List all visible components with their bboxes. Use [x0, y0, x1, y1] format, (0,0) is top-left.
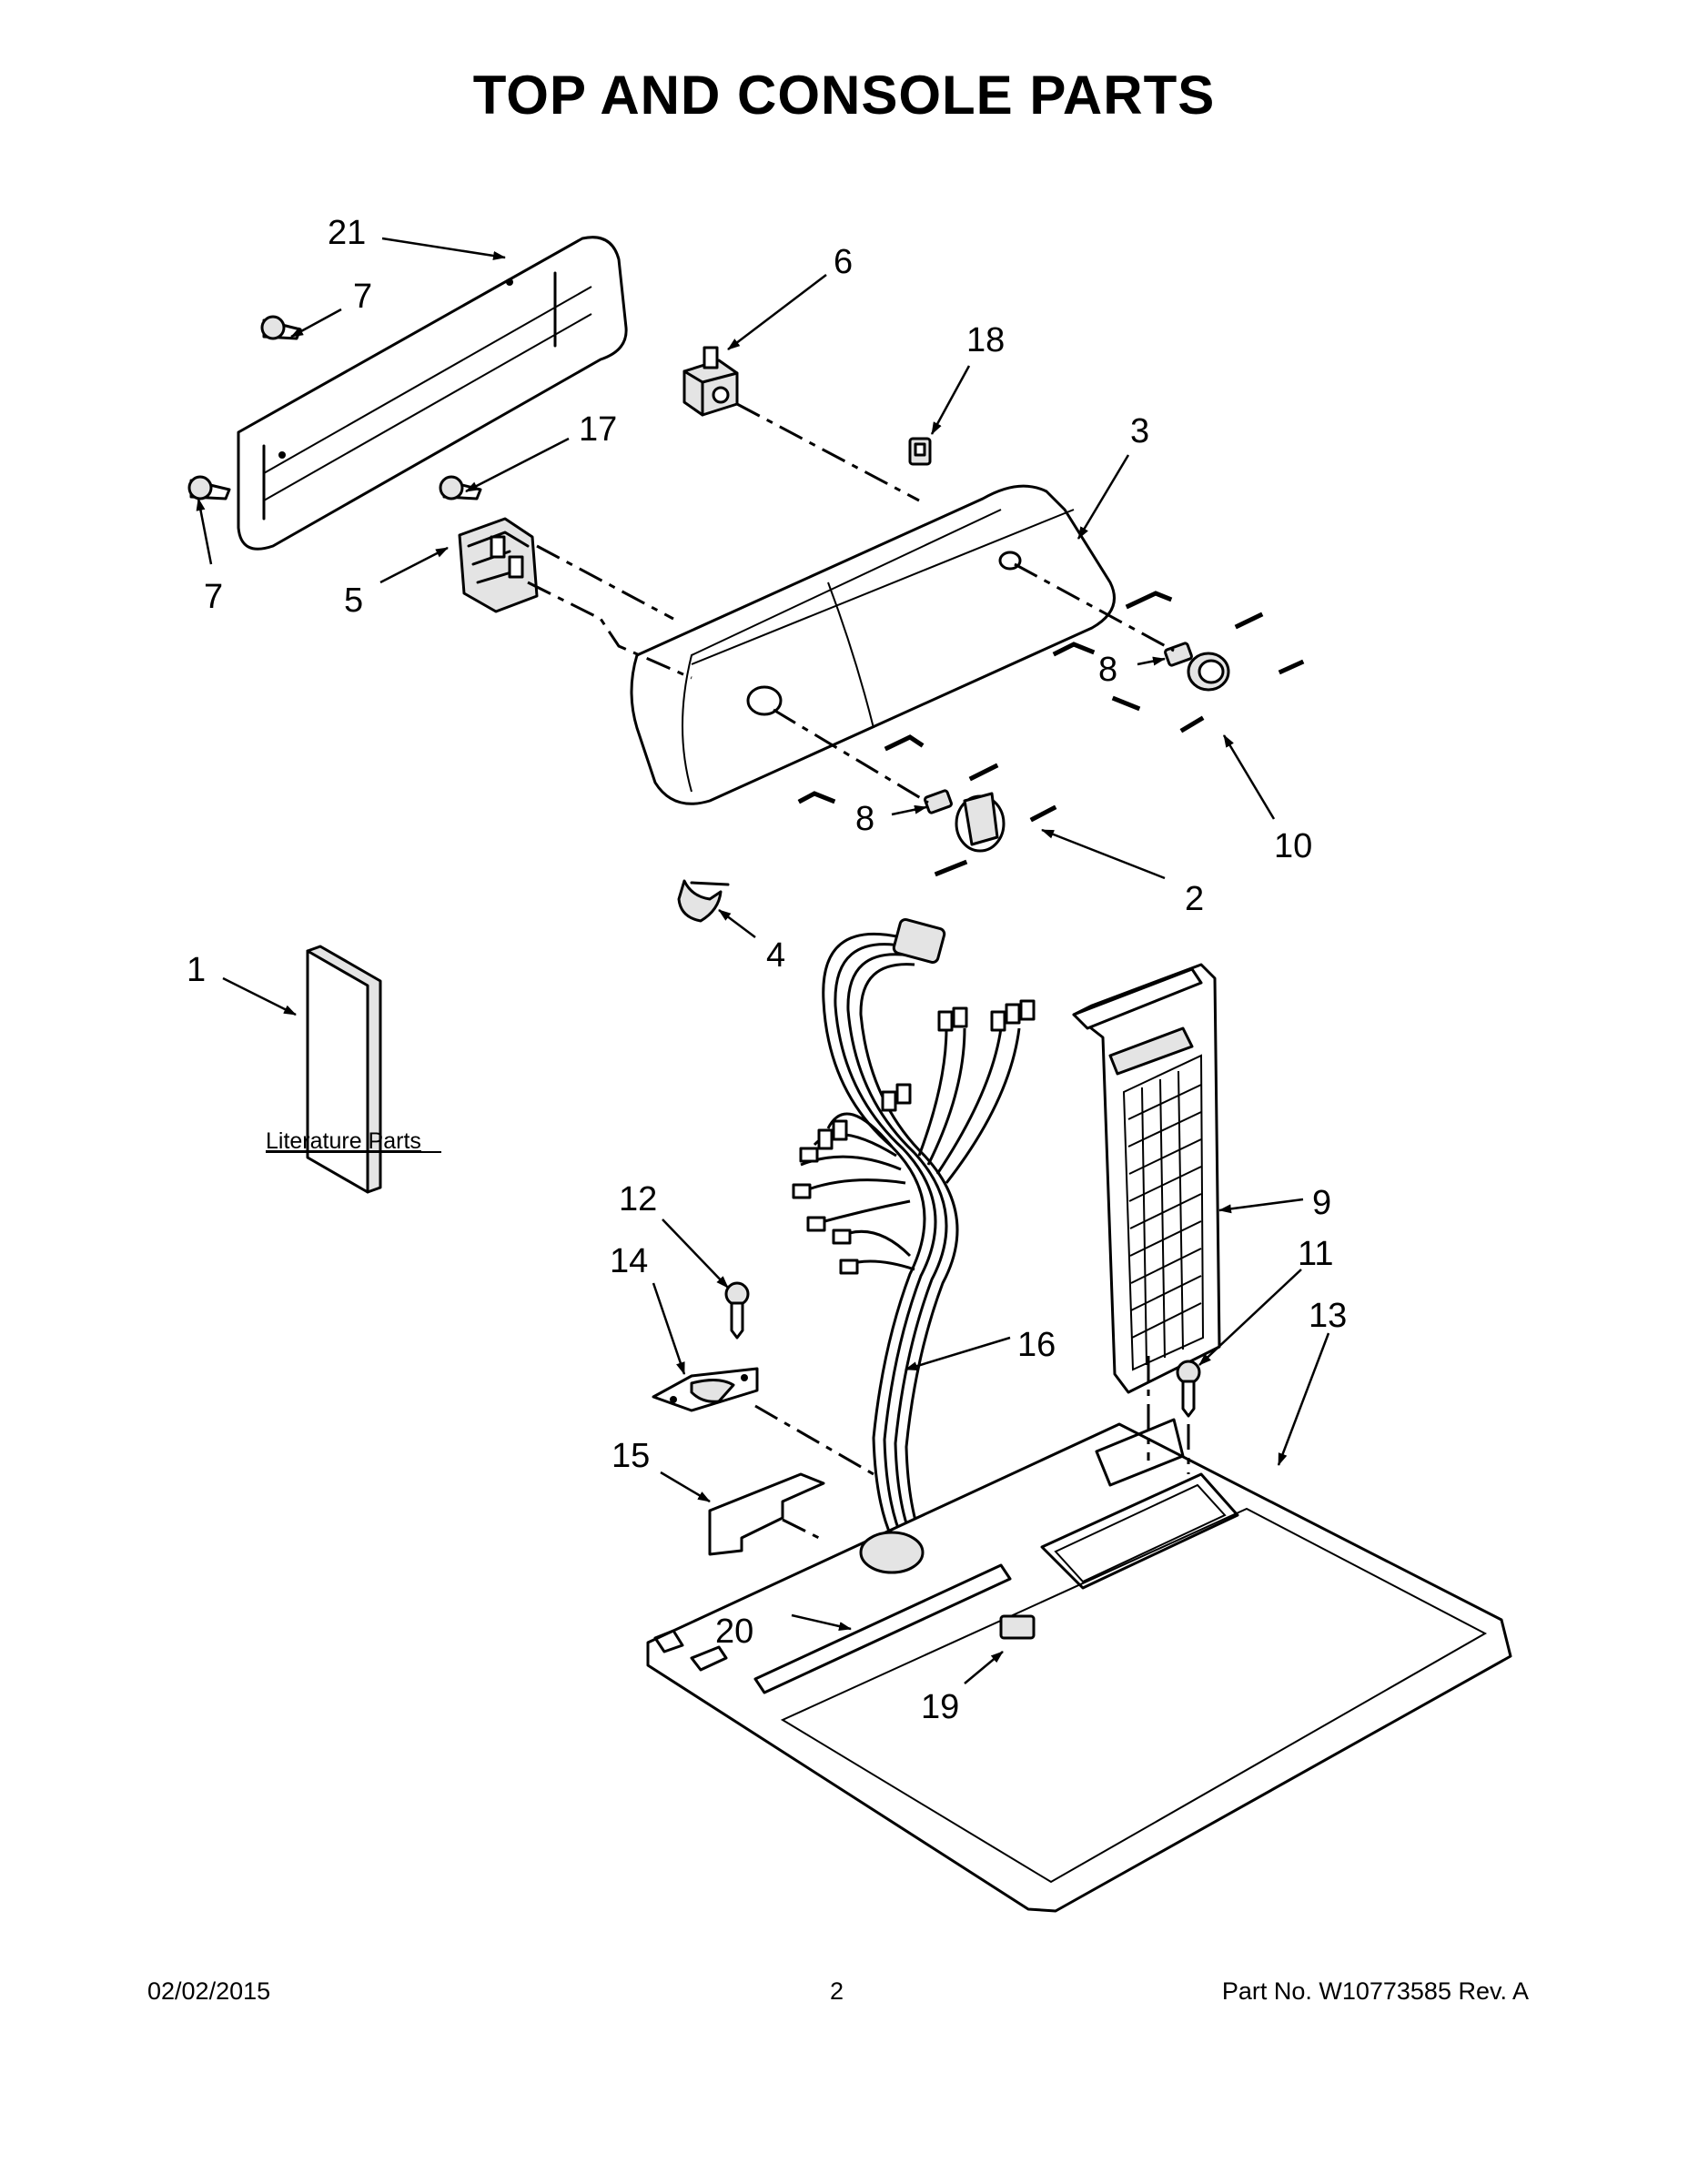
screw-7-lower: [187, 475, 231, 500]
callout-8-lower: 8: [855, 800, 874, 838]
callout-20: 20: [715, 1613, 753, 1651]
knob-10: [1187, 652, 1230, 692]
callout-8-upper: 8: [1098, 651, 1117, 689]
callout-21: 21: [328, 214, 366, 252]
timer-switch: [458, 517, 539, 613]
console: [630, 484, 1116, 805]
footer-part-number: Part No. W10773585 Rev. A: [1221, 1977, 1529, 2005]
center-lines: [527, 402, 1190, 1540]
footer-page-number: 2: [830, 1977, 844, 2005]
console-clip: [677, 879, 730, 923]
callout-16: 16: [1017, 1326, 1056, 1364]
footer-date: 02/02/2015: [147, 1977, 271, 2005]
knob-group-markers: [797, 591, 1305, 877]
callout-19: 19: [921, 1688, 959, 1726]
callout-1: 1: [187, 951, 206, 989]
callout-4: 4: [766, 936, 785, 975]
bracket-15: [708, 1472, 825, 1556]
callout-12: 12: [619, 1180, 657, 1218]
lint-screen: [1072, 963, 1221, 1394]
callout-5: 5: [344, 581, 363, 620]
bracket-14: [652, 1367, 759, 1412]
callout-9: 9: [1312, 1184, 1331, 1222]
literature-label: Literature Parts: [266, 1128, 421, 1154]
callout-17: 17: [579, 410, 617, 449]
callout-7-lower: 7: [204, 578, 223, 616]
callout-labels: 21 7 7 17 5 6 18 3 8 8 10 2 4 1 9 11 13 …: [187, 214, 1347, 1726]
leader-lines: [196, 237, 1330, 1684]
screw-11: [1176, 1360, 1201, 1418]
page-title: TOP AND CONSOLE PARTS: [472, 65, 1216, 126]
callout-3: 3: [1130, 412, 1149, 450]
dryer-top: [646, 1418, 1512, 1913]
callout-18: 18: [966, 321, 1005, 359]
callout-11: 11: [1298, 1235, 1333, 1273]
callout-15: 15: [612, 1437, 650, 1475]
selector-knob-2: [955, 792, 1006, 853]
rear-console-panel: [237, 236, 628, 551]
wire-harness: [792, 918, 1036, 1548]
callout-2: 2: [1185, 880, 1204, 918]
callout-10: 10: [1274, 827, 1312, 865]
push-switch: [682, 346, 739, 417]
callout-7-upper: 7: [353, 278, 372, 316]
callout-6: 6: [834, 243, 853, 281]
literature-book: [306, 945, 382, 1194]
screw-12: [724, 1281, 750, 1340]
callout-13: 13: [1309, 1297, 1347, 1335]
knob-shaft-8-upper: [1164, 642, 1193, 667]
small-clip: [908, 437, 932, 466]
callout-14: 14: [610, 1242, 648, 1280]
